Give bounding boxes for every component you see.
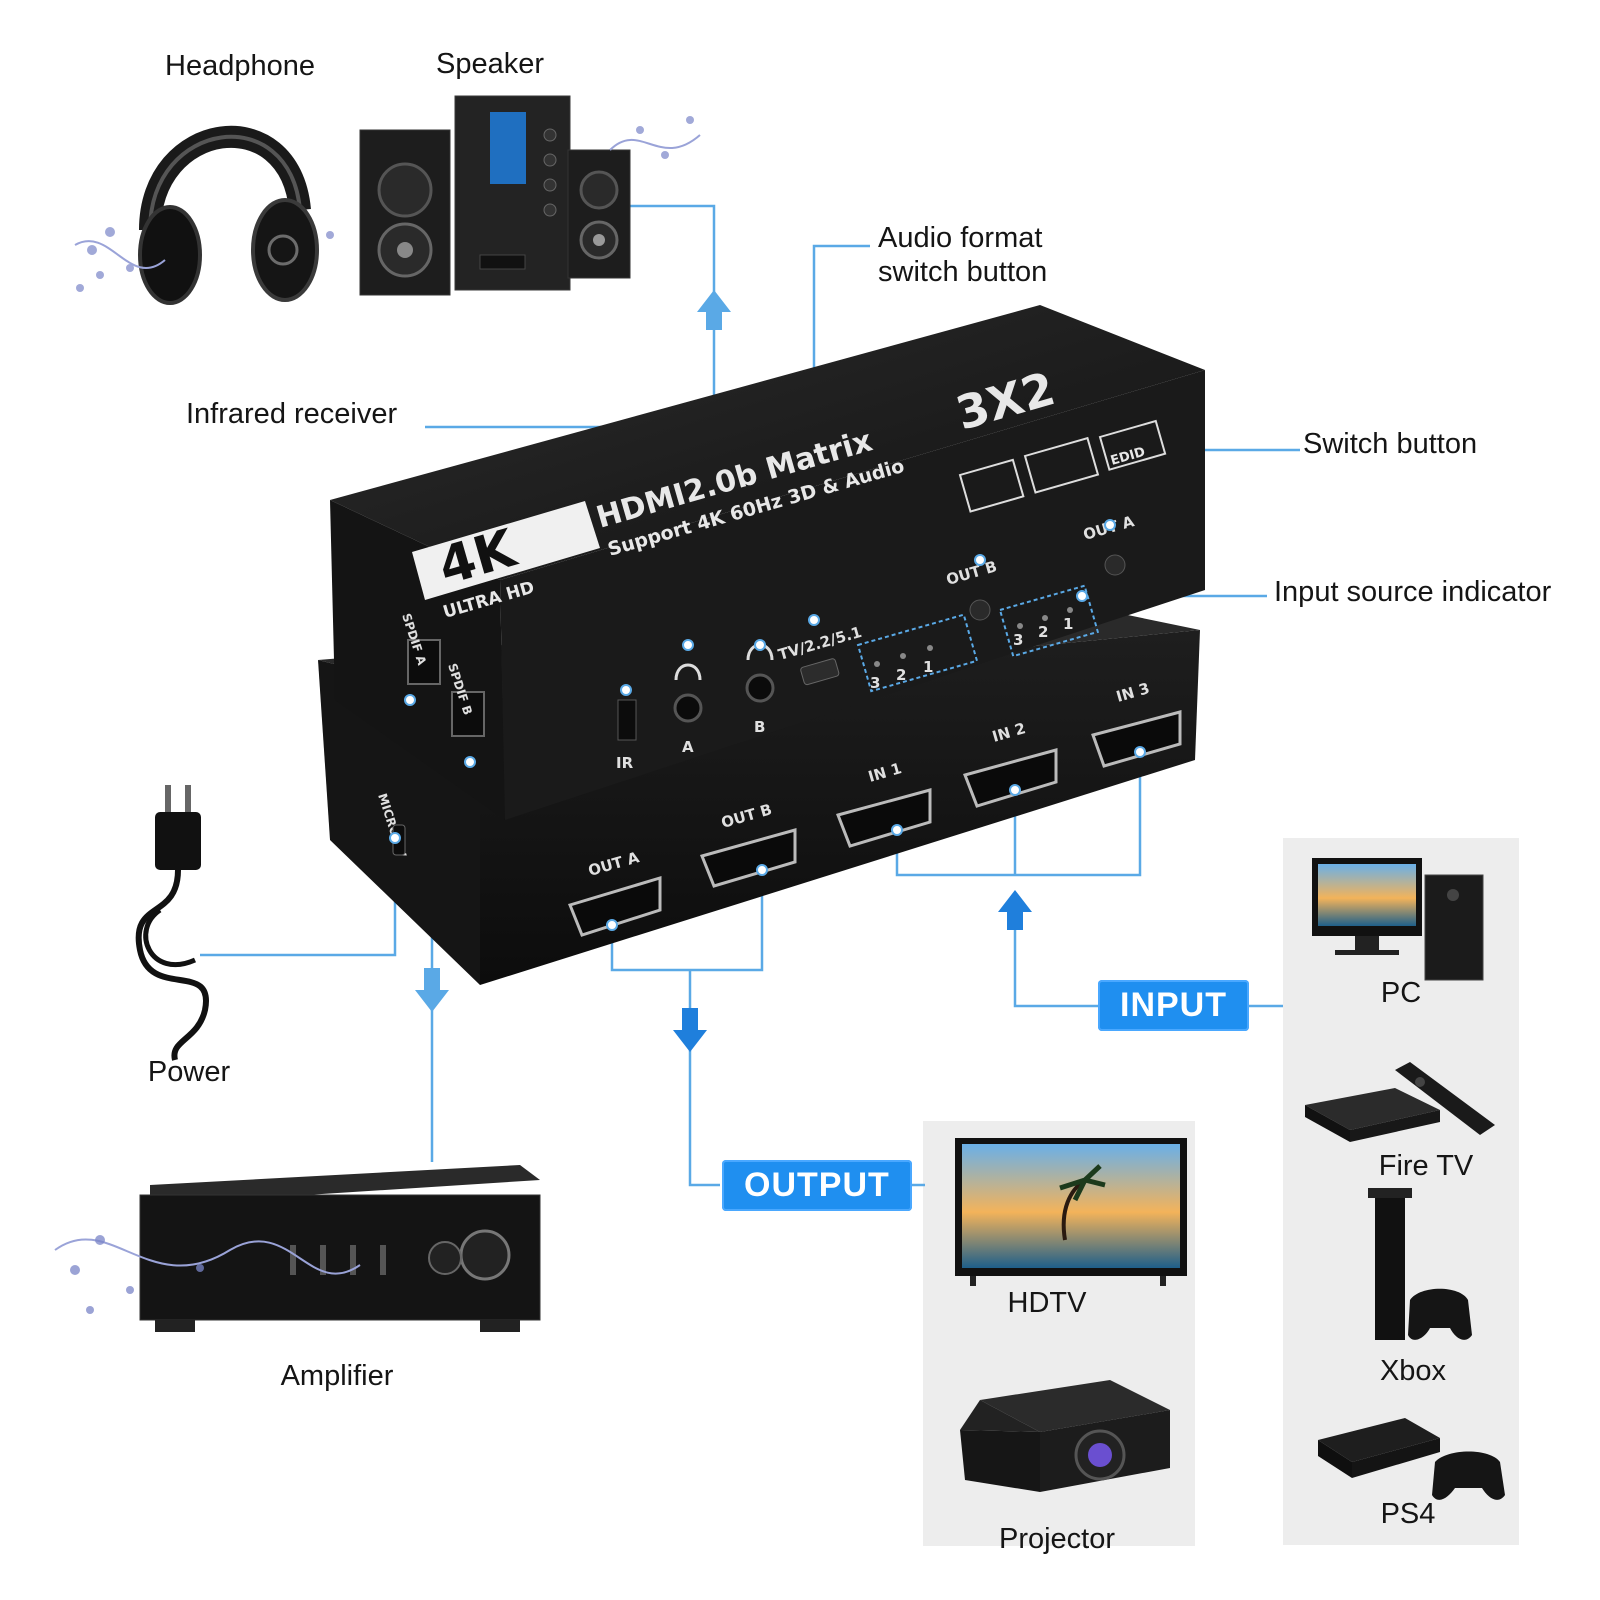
power-adapter-image bbox=[135, 785, 210, 1061]
led-a-2: 2 bbox=[1038, 623, 1048, 641]
hdmi-matrix-device: 4K ULTRA HD HDMI2.0b Matrix Support 4K 6… bbox=[318, 305, 1205, 985]
hdtv-label: HDTV bbox=[1007, 1287, 1087, 1319]
arrow-up-input bbox=[998, 890, 1032, 930]
speaker-label: Speaker bbox=[435, 48, 545, 80]
amplifier-label: Amplifier bbox=[280, 1360, 394, 1392]
projector-image bbox=[960, 1380, 1170, 1492]
audio-format-label-line1: Audio format bbox=[878, 222, 1043, 254]
hdmi-port-in-3[interactable] bbox=[1091, 710, 1182, 768]
ir-receiver bbox=[617, 699, 637, 741]
led-group-out-b bbox=[856, 613, 979, 693]
ps4-label: PS4 bbox=[1380, 1498, 1436, 1530]
led-group-out-a bbox=[998, 584, 1100, 658]
pc-image bbox=[1312, 858, 1484, 981]
arrow-down-output bbox=[673, 1008, 707, 1052]
switch-button-label: Switch button bbox=[1303, 428, 1478, 460]
led-a-3: 3 bbox=[1013, 631, 1023, 649]
audio-format-label-line2: switch button bbox=[878, 256, 1048, 288]
input-source-indicator-label: Input source indicator bbox=[1274, 576, 1552, 608]
input-badge: INPUT bbox=[1098, 980, 1249, 1031]
headphone-jack-icon-a bbox=[674, 663, 702, 681]
arrow-up-audio bbox=[697, 290, 731, 330]
infrared-receiver-label: Infrared receiver bbox=[186, 398, 398, 430]
pc-label: PC bbox=[1380, 977, 1422, 1009]
jack-a-label: A bbox=[682, 738, 694, 756]
output-badge: OUTPUT bbox=[722, 1160, 912, 1211]
hdmi-port-in-1[interactable] bbox=[836, 788, 932, 848]
power-label: Power bbox=[147, 1056, 231, 1088]
hdr-badge bbox=[958, 458, 1025, 513]
edid-badge bbox=[1098, 419, 1167, 471]
projector-label: Projector bbox=[998, 1523, 1116, 1555]
out-a-switch-button[interactable] bbox=[1104, 554, 1126, 576]
fire-tv-label: Fire TV bbox=[1378, 1150, 1474, 1182]
ir-label: IR bbox=[616, 754, 634, 772]
led-b-2: 2 bbox=[896, 666, 906, 684]
arrowheads bbox=[415, 290, 1032, 1052]
audio-jack-a[interactable] bbox=[673, 693, 703, 723]
hdmi-port-out-a[interactable] bbox=[567, 875, 662, 937]
audio-jack-b[interactable] bbox=[745, 673, 775, 703]
spdif-a-port[interactable] bbox=[407, 639, 441, 685]
led-b-1: 1 bbox=[923, 658, 933, 676]
audio-format-switch[interactable] bbox=[800, 658, 840, 686]
speaker-image bbox=[359, 95, 701, 296]
spdif-b-port[interactable] bbox=[451, 691, 485, 737]
hdmi-port-in-2[interactable] bbox=[963, 748, 1058, 808]
hdmi-port-out-b[interactable] bbox=[699, 828, 797, 888]
xbox-label: Xbox bbox=[1379, 1355, 1447, 1387]
headphone-image bbox=[74, 125, 334, 305]
amplifier-image bbox=[54, 1165, 541, 1332]
led-b-3: 3 bbox=[870, 674, 880, 692]
headphone-label: Headphone bbox=[165, 50, 315, 82]
xbox-image bbox=[1368, 1188, 1472, 1340]
hdtv-image bbox=[955, 1138, 1187, 1286]
arrow-down-spdif bbox=[415, 968, 449, 1012]
ps4-image bbox=[1318, 1418, 1505, 1500]
jack-b-label: B bbox=[754, 718, 765, 736]
led-a-1: 1 bbox=[1063, 615, 1073, 633]
hdcp-badge bbox=[1023, 436, 1100, 494]
fire-tv-image bbox=[1305, 1062, 1495, 1142]
out-b-switch-button[interactable] bbox=[969, 599, 991, 621]
